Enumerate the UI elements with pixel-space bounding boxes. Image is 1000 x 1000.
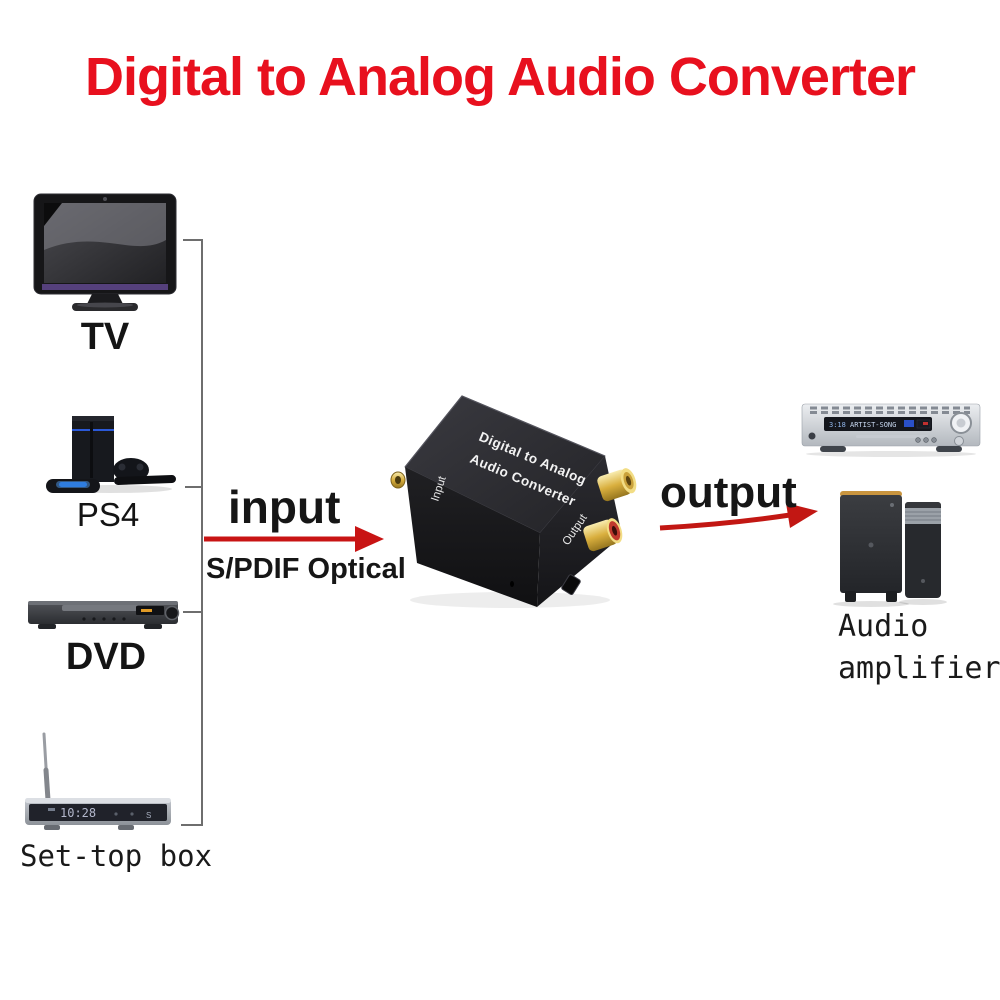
output-arrow-icon	[659, 503, 818, 531]
speakers-icon	[833, 491, 947, 607]
page-title: Digital to Analog Audio Converter	[85, 47, 916, 107]
set-top-box-label: Set-top box	[20, 839, 213, 873]
svg-text:S: S	[146, 811, 151, 820]
receiver-display-text: ARTIST-SONG	[850, 421, 896, 429]
tv-label: TV	[80, 316, 130, 358]
audio-amplifier-label: Audio amplifier	[838, 606, 1000, 690]
tv-icon	[33, 193, 177, 311]
audio-amplifier-label-line2: amplifier	[838, 651, 1000, 686]
spdif-optical-label: S/PDIF Optical	[206, 553, 406, 585]
device-bus-line	[181, 239, 203, 826]
input-label: input	[228, 481, 341, 533]
source-dvd: DVD	[26, 594, 186, 679]
input-arrow-icon	[204, 526, 384, 552]
output-label: output	[660, 468, 797, 517]
audio-amplifier-label-line1: Audio	[838, 609, 929, 644]
source-set-top-box: 10:28 S Set-top box	[20, 728, 230, 873]
dvd-player-icon	[28, 601, 180, 629]
rca-jack-left	[597, 468, 637, 502]
rca-jack-right	[583, 518, 623, 552]
dvd-label: DVD	[65, 636, 147, 678]
ps4-label: PS4	[76, 496, 140, 533]
source-ps4: PS4	[38, 396, 178, 534]
set-top-box-display: 10:28	[60, 806, 96, 820]
converter-box-icon: Digital to Analog Audio Converter Input …	[390, 395, 637, 608]
receiver-display-left: 3:18	[829, 421, 846, 429]
ps4-icon	[46, 416, 176, 493]
av-receiver-icon: 3:18 ARTIST-SONG	[801, 403, 981, 457]
set-top-box-icon: 10:28 S	[25, 732, 171, 830]
source-tv: TV	[30, 192, 180, 359]
